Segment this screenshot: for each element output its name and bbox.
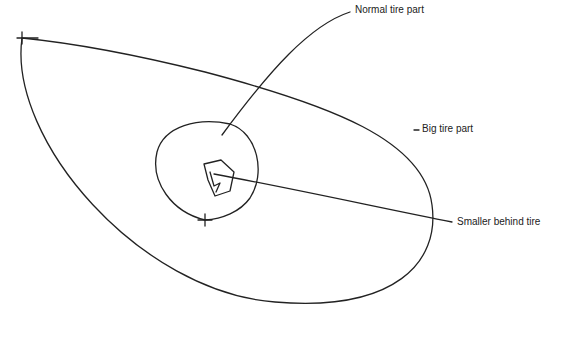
part-label: Smaller behind tire xyxy=(456,216,541,228)
leader-line xyxy=(414,129,419,130)
big-outline xyxy=(21,38,433,303)
leader-line xyxy=(222,12,350,135)
tick-mark xyxy=(198,214,212,226)
leader-line xyxy=(214,174,452,222)
middle-outline xyxy=(156,122,258,220)
tick-mark xyxy=(17,32,38,44)
part-label: Big tire part xyxy=(421,123,474,135)
part-label: Normal tire part xyxy=(354,4,425,16)
inner-outline xyxy=(204,160,234,196)
